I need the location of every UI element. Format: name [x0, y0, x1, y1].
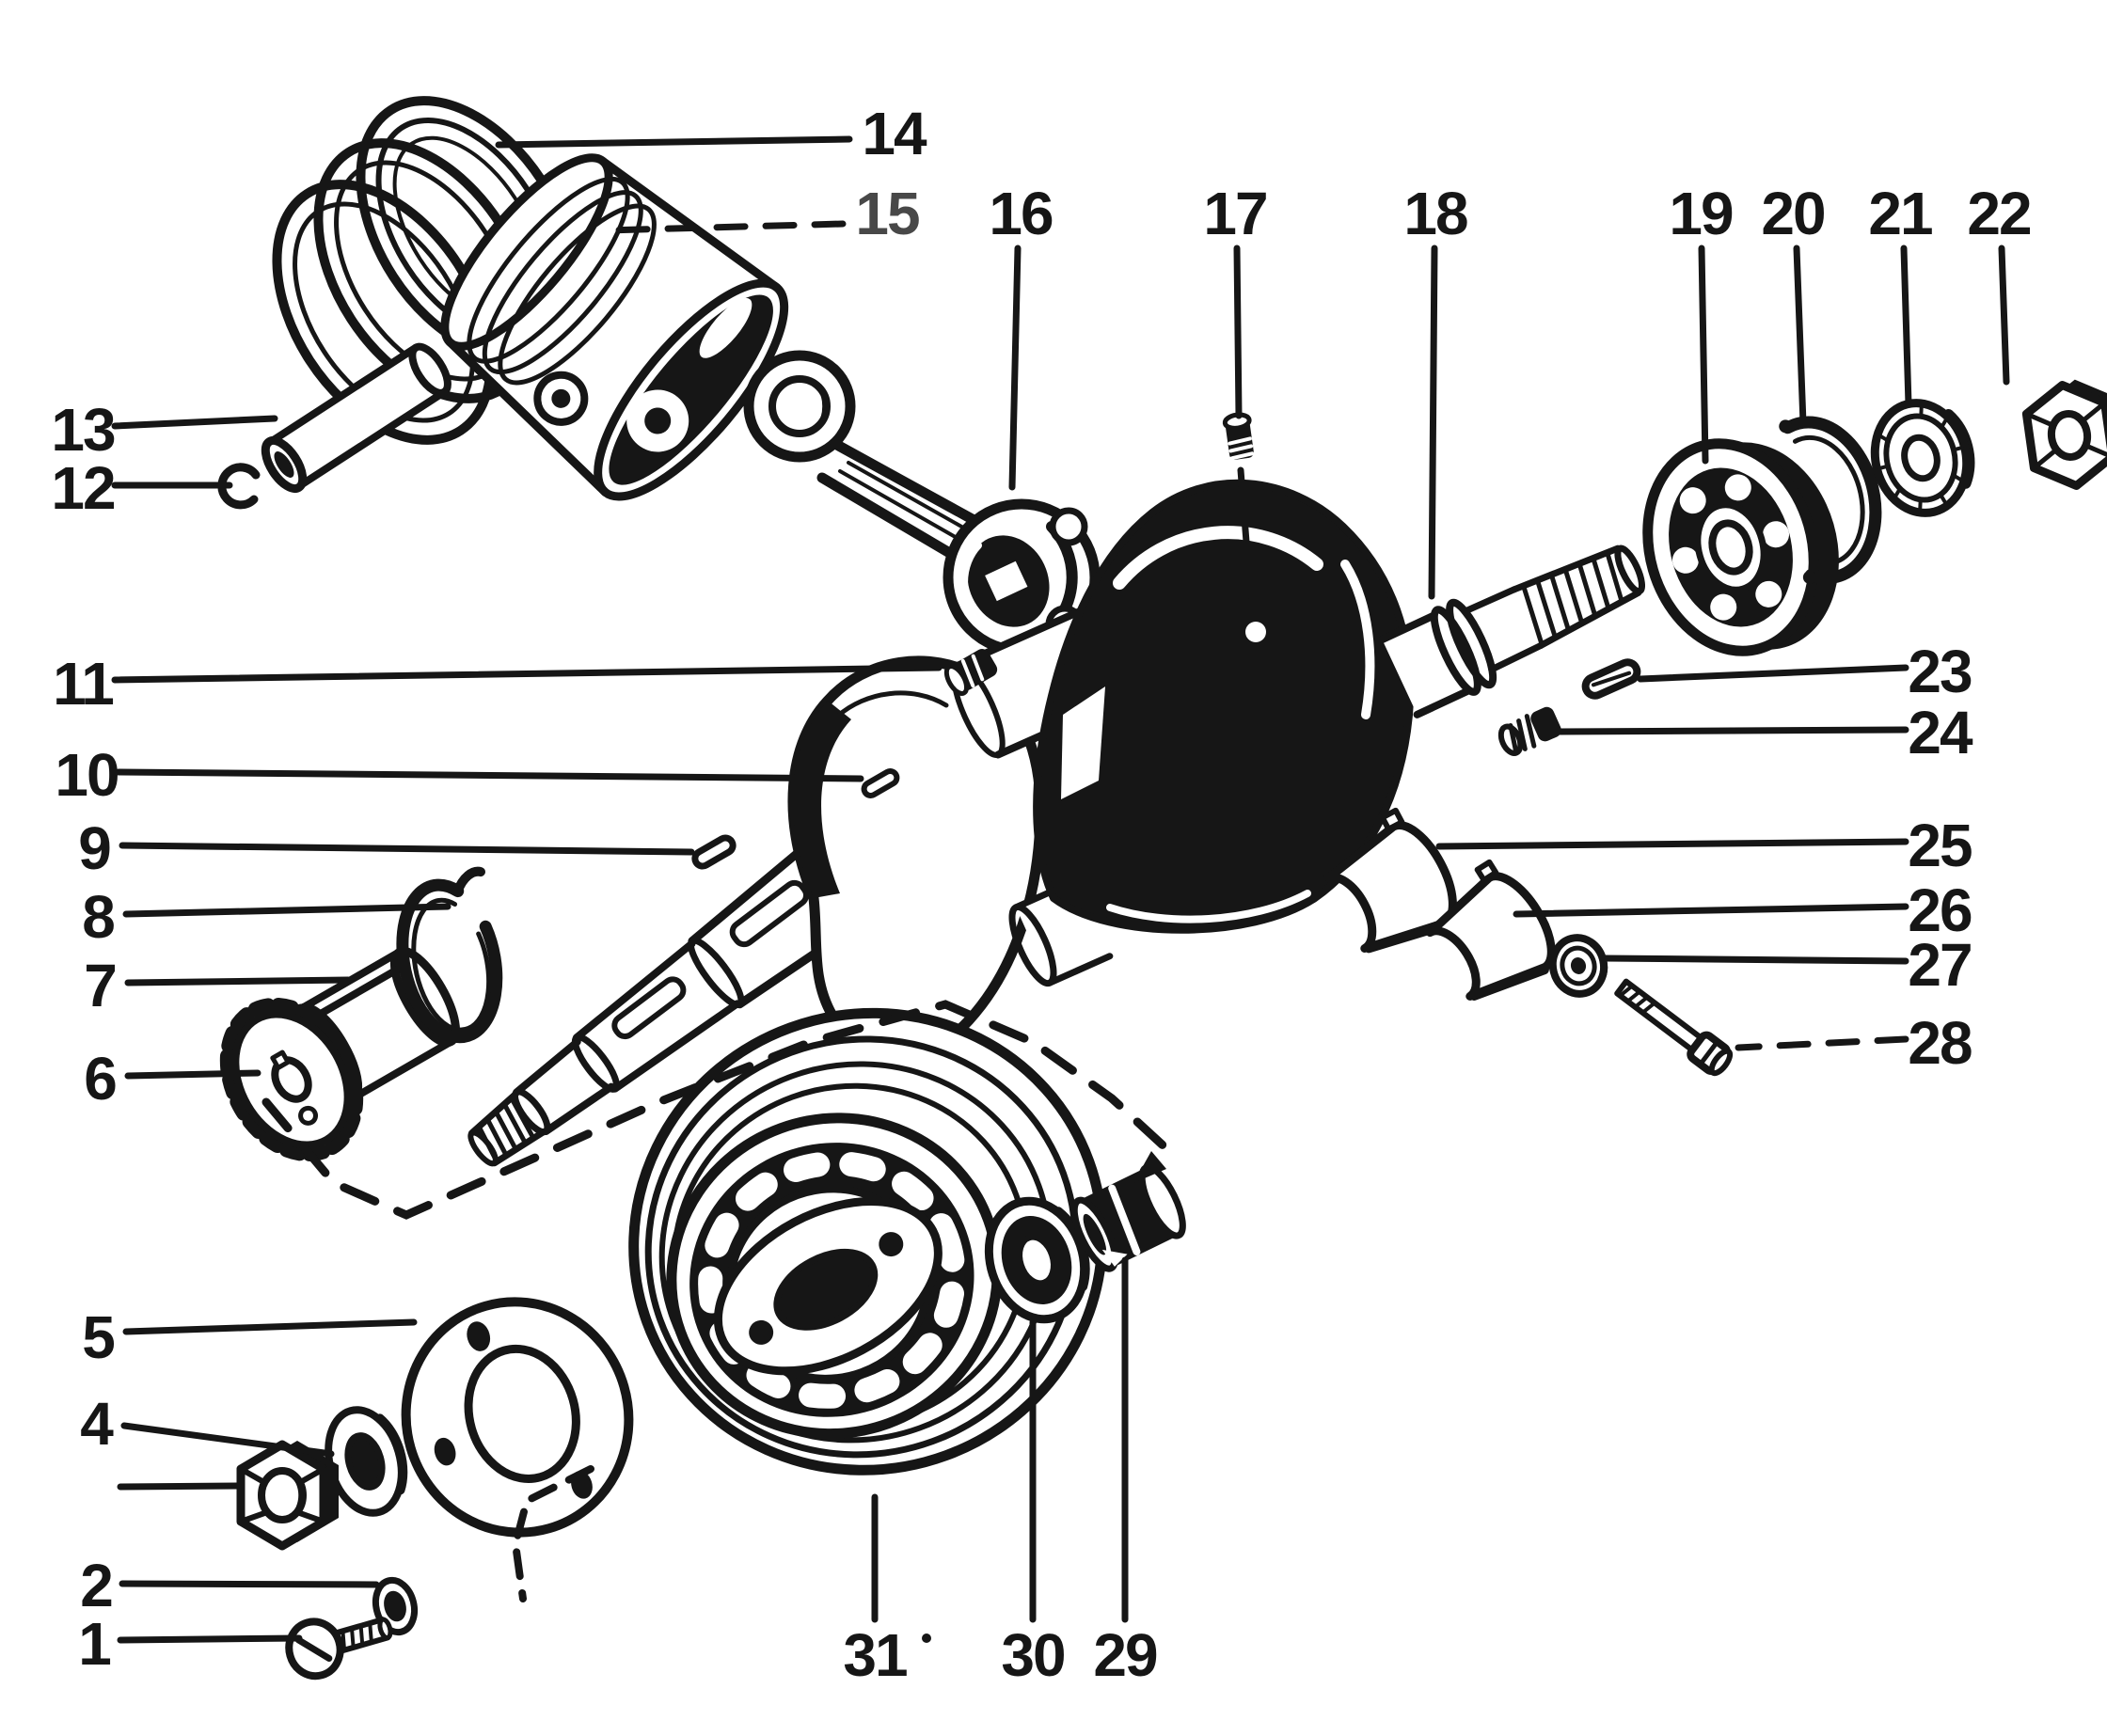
woodruff-key-rear [1581, 658, 1641, 700]
callout-label-11: 11 [53, 650, 113, 718]
callout-leader-7 [124, 976, 352, 986]
callout-label-27: 27 [1908, 931, 1971, 999]
callout-label-5: 5 [82, 1303, 114, 1371]
callout-label-22: 22 [1967, 180, 2031, 247]
assembly-path-plate [511, 1465, 594, 1602]
callout-leader-6 [124, 1069, 261, 1080]
oil-plug-screw [1222, 412, 1255, 461]
callout-label-17: 17 [1203, 180, 1266, 247]
pulley-hub-flange [713, 1197, 943, 1376]
callout-leader-27 [1601, 955, 1909, 965]
callout-label-2: 2 [80, 1552, 112, 1619]
callout-label-13: 13 [51, 396, 115, 464]
callout-label-20: 20 [1761, 180, 1824, 247]
callout-label-7: 7 [84, 952, 116, 1019]
callout-label-15: 15 [855, 180, 919, 247]
callout-leader-28 [1735, 1035, 1909, 1051]
callout-leader-13 [111, 415, 278, 430]
callout-label-9: 9 [78, 814, 110, 882]
callout-label-4: 4 [80, 1390, 114, 1458]
callout-leader-14 [495, 135, 853, 149]
piston-pin [261, 342, 452, 493]
piston [440, 153, 789, 501]
spring-plug [1497, 706, 1561, 756]
callout-label-14: 14 [862, 100, 927, 167]
callout-leader-4 [120, 1422, 335, 1458]
callout-leader-8 [122, 903, 452, 918]
crankshaft-pulley [628, 1007, 1108, 1476]
callout-leader-2 [119, 1580, 380, 1588]
bearing-circlip [1779, 416, 1882, 585]
callout-leader-15 [603, 220, 847, 234]
callout-leader-22 [1998, 245, 2010, 386]
crankpin-plug [943, 649, 998, 696]
main-ball-bearing [1642, 438, 1839, 656]
crankshaft [467, 479, 1646, 1167]
callout-label-21: 21 [1868, 180, 1932, 247]
assembly-arrowhead [1133, 1151, 1166, 1183]
callout-label-26: 26 [1908, 876, 1972, 944]
callout-label-25: 25 [1908, 812, 1972, 879]
spring-washer [325, 1406, 408, 1517]
woodruff-key-front [691, 834, 737, 870]
callout-leader-16 [1008, 245, 1022, 491]
print-artifact-dot [922, 1633, 931, 1643]
callout-leader-19 [1698, 245, 1709, 465]
flanged-nut [1548, 934, 1608, 998]
callout-label-12: 12 [51, 454, 115, 522]
callout-label-28: 28 [1908, 1009, 1972, 1077]
callout-label-16: 16 [989, 180, 1053, 247]
timing-gear [219, 997, 364, 1162]
callout-label-29: 29 [1093, 1621, 1157, 1689]
callout-leader-23 [1637, 664, 1909, 683]
callout-leader-25 [1435, 838, 1909, 850]
roller-bearing-race [1870, 399, 1975, 517]
callout-leader-21 [1900, 245, 1912, 408]
callout-leader-x20 [117, 1482, 241, 1491]
callout-label-24: 24 [1908, 699, 1973, 766]
callout-leader-9 [119, 842, 695, 856]
callout-leader-x4 [1237, 466, 1256, 617]
callout-label-1: 1 [78, 1610, 110, 1678]
crankshaft-nut [2021, 379, 2107, 490]
callout-leader-24 [1556, 726, 1909, 735]
callout-leader-18 [1428, 245, 1438, 600]
callout-leader-1 [117, 1634, 303, 1644]
callout-label-18: 18 [1403, 180, 1467, 247]
callout-leader-5 [122, 1318, 418, 1335]
callout-label-23: 23 [1908, 638, 1972, 705]
callout-label-10: 10 [55, 741, 118, 809]
callout-label-19: 19 [1669, 180, 1733, 247]
crank-web-rear [1033, 479, 1415, 934]
callout-leader-11 [111, 664, 943, 684]
woodruff-key-middle [861, 768, 900, 798]
slotted-screw [285, 1617, 393, 1681]
assembly-path-gear-to-sleeve [261, 1000, 1175, 1220]
callout-leader-10 [115, 768, 864, 782]
callout-label-8: 8 [82, 883, 114, 951]
callout-label-6: 6 [84, 1045, 116, 1113]
callout-leader-17 [1233, 245, 1243, 419]
callout-label-31: 31 [843, 1621, 907, 1689]
pulley-backing-plate [401, 1297, 634, 1538]
connecting-rod-bolt [1614, 978, 1734, 1077]
callout-label-30: 30 [1001, 1621, 1064, 1689]
callout-leader-26 [1513, 903, 1909, 918]
oil-hole [1245, 622, 1266, 642]
bearing-shell-lower [1425, 859, 1556, 1001]
pulley-hex-nut [236, 1440, 339, 1551]
callout-leader-20 [1793, 245, 1807, 427]
